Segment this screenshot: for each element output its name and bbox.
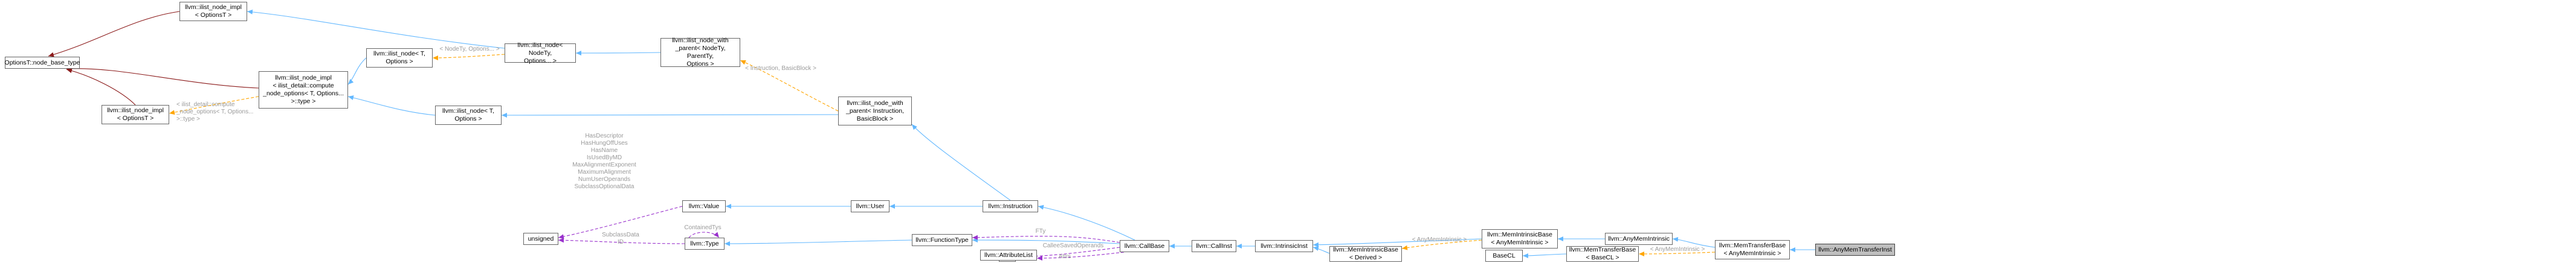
node-any-mem-transfer-inst[interactable]: llvm::AnyMemTransferInst (1815, 244, 1895, 256)
edge-template-mtb (1638, 251, 1716, 256)
edge-usage-containedtys (688, 232, 720, 238)
edge-label-fty: FTy (1035, 228, 1046, 235)
edge-template-2 (169, 96, 259, 115)
edge-usage-attrs (1036, 252, 1125, 261)
node-instruction[interactable]: llvm::Instruction (983, 200, 1038, 212)
node-value[interactable]: llvm::Value (682, 200, 726, 212)
node-unsigned[interactable]: unsigned (523, 233, 558, 245)
edge-label-callee-saved-operands: CalleeSavedOperands (1042, 242, 1104, 249)
edge-template-3 (740, 60, 839, 112)
node-ilist-node-with-parent-instruction[interactable]: llvm::ilist_node_with _parent< Instructi… (838, 97, 912, 125)
edge-strong-2 (66, 66, 259, 89)
edge-strong-1 (48, 11, 180, 57)
edge-label-compute-node-options: < ilist_detail::compute _node_options< T… (176, 101, 254, 122)
edge-label-attrs: Attrs (1058, 253, 1071, 260)
node-base-cl[interactable]: BaseCL (1485, 250, 1523, 262)
node-ilist-node-with-parent-generic[interactable]: llvm::ilist_node_with _parent< NodeTy, P… (660, 37, 740, 68)
node-any-mem-intrinsic[interactable]: llvm::AnyMemIntrinsic (1605, 233, 1673, 245)
edge-inherit-basecl (1522, 253, 1567, 258)
node-type[interactable]: llvm::Type (685, 238, 725, 250)
edge-inherit-any-mem (1672, 236, 1716, 248)
edge-label-instruction-basicblock: < Instruction, BasicBlock > (745, 65, 816, 72)
node-user[interactable]: llvm::User (851, 200, 889, 212)
edge-template-mib (1401, 239, 1482, 250)
node-mem-intrinsic-base-any[interactable]: llvm::MemIntrinsicBase < AnyMemIntrinsic… (1482, 229, 1558, 249)
node-intrinsic-inst[interactable]: llvm::IntrinsicInst (1255, 240, 1313, 252)
edge-inherit-type-ftype (724, 239, 912, 246)
edge-label-any-mem-intrinsic-2: < AnyMemIntrinsic > (1650, 246, 1705, 253)
node-options-node-base-type[interactable]: OptionsT::node_base_type (5, 57, 80, 69)
edge-inherit-impl-compute (347, 57, 367, 85)
edge-inherit-impl-compute-2 (347, 95, 436, 116)
node-ilist-node-impl-optionst-top[interactable]: llvm::ilist_node_impl < OptionsT > (179, 2, 247, 21)
edge-strong-3 (66, 68, 136, 106)
edge-inherit-nodety (575, 50, 661, 55)
node-ilist-node-impl-compute[interactable]: llvm::ilist_node_impl < ilist_detail::co… (259, 71, 348, 109)
edge-inherit-impl-top (247, 9, 505, 49)
node-ilist-node-t-options-2[interactable]: llvm::ilist_node< T, Options > (435, 106, 502, 125)
node-mem-intrinsic-base-derived[interactable]: llvm::MemIntrinsicBase < Derived > (1329, 246, 1402, 262)
node-ilist-node-nodety-options[interactable]: llvm::ilist_node< NodeTy, Options... > (505, 42, 576, 65)
node-function-type[interactable]: llvm::FunctionType (912, 234, 972, 246)
node-ilist-node-t-options[interactable]: llvm::ilist_node< T, Options > (366, 48, 433, 68)
edge-label-value-members: HasDescriptor HasHungOffUses HasName IsU… (572, 133, 636, 190)
edge-usage-value (558, 206, 683, 239)
edge-label-containedtys: ContainedTys (684, 224, 721, 231)
node-ilist-node-impl-optionst-bottom[interactable]: llvm::ilist_node_impl < OptionsT > (102, 105, 169, 124)
edge-label-any-mem-intrinsic-1: < AnyMemIntrinsic > (1412, 236, 1467, 243)
edge-usage-type (558, 238, 685, 244)
node-mem-transfer-base-basecl[interactable]: llvm::MemTransferBase < BaseCL > (1566, 246, 1639, 262)
edge-label-nodety-options: < NodeTy, Options... > (439, 46, 500, 52)
edge-inherit-intrinsic-2 (1312, 246, 1330, 254)
edge-inherit-ilnwp (911, 124, 1011, 201)
node-mem-transfer-base-any[interactable]: llvm::MemTransferBase < AnyMemIntrinsic … (1715, 240, 1790, 259)
node-call-base[interactable]: llvm::CallBase (1120, 240, 1169, 252)
node-call-inst[interactable]: llvm::CallInst (1192, 240, 1236, 252)
edge-inherit-instruction (1038, 204, 1135, 241)
edge-label-subclass-data: SubclassData ID (602, 232, 639, 246)
edge-template-1 (432, 54, 505, 60)
node-attribute-list[interactable]: llvm::AttributeList (980, 250, 1037, 261)
edge-inherit-intrinsic-1 (1312, 238, 1482, 247)
edge-usage-fty (972, 235, 1120, 243)
edge-inherit-ftype (972, 238, 1120, 244)
